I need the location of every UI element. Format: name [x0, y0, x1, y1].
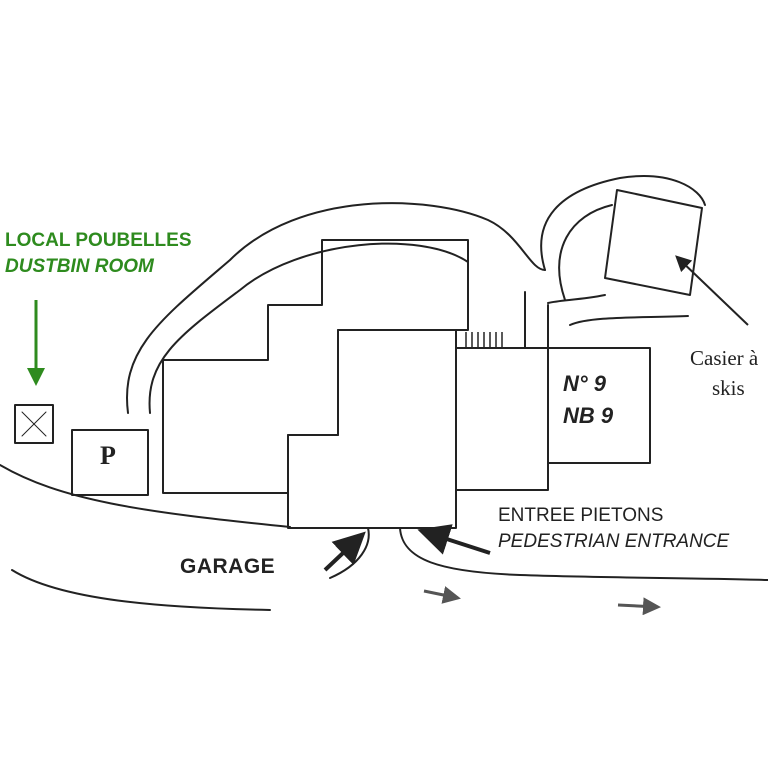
- entrance-road-left: [329, 527, 370, 579]
- ski-path-lower: [547, 294, 606, 304]
- traffic-arrow-east: [617, 597, 661, 616]
- dustbin-label-fr: LOCAL POUBELLES: [5, 230, 192, 251]
- ski-locker-arrow: [675, 255, 749, 326]
- ski-locker: [604, 189, 703, 296]
- parking-label: P: [100, 441, 116, 470]
- garage-label: GARAGE: [180, 555, 276, 578]
- building-annex: [455, 347, 549, 491]
- road-edge-upper: [0, 464, 291, 528]
- building-number-fr: N° 9: [563, 371, 607, 396]
- ski-path-inner: [558, 204, 613, 301]
- driveway-outer: [126, 202, 546, 414]
- driveway-inner: [148, 242, 469, 414]
- pedestrian-label-en: PEDESTRIAN ENTRANCE: [498, 531, 730, 552]
- ski-path-outer: [540, 175, 706, 271]
- entrance-road-right: [399, 527, 768, 581]
- ski-path-bottom: [569, 315, 689, 326]
- stairs: [465, 332, 503, 348]
- pedestrian-arrow: [417, 524, 491, 555]
- ski-locker-label-line1: Casier à: [690, 346, 759, 370]
- traffic-arrow-west: [423, 586, 461, 604]
- ski-locker-label-line2: skis: [712, 376, 745, 400]
- road-edge-lower: [11, 569, 271, 611]
- dustbin-label-en: DUSTBIN ROOM: [5, 256, 154, 277]
- parking-area: [71, 429, 149, 496]
- garage-arrow: [323, 531, 366, 572]
- building-nb9: [547, 347, 651, 464]
- building-central: [287, 329, 457, 529]
- building-number-en: NB 9: [563, 403, 614, 428]
- pedestrian-label-fr: ENTREE PIETONS: [498, 505, 664, 526]
- dustbin-room: [14, 404, 54, 444]
